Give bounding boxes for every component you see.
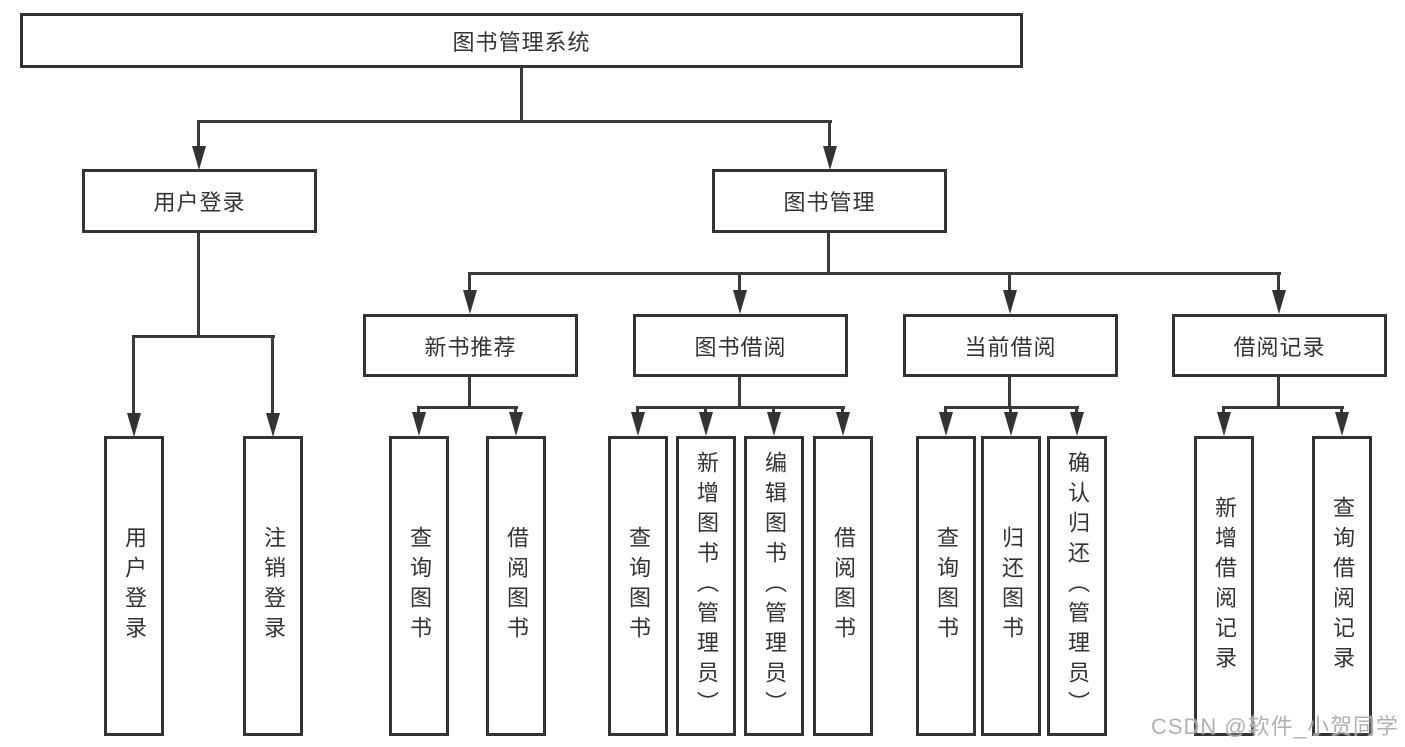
arrowhead-down-icon — [823, 146, 837, 170]
connector-line — [1008, 377, 1011, 406]
node-current-borrow: 当前借阅 — [903, 314, 1118, 377]
arrowhead-down-icon — [1070, 412, 1084, 436]
node-root: 图书管理系统 — [20, 13, 1023, 68]
connector-line — [132, 335, 275, 338]
arrowhead-down-icon — [1003, 290, 1017, 314]
csdn-watermark: CSDN @软件_小贺同学 — [1150, 714, 1399, 739]
connector-line — [1222, 406, 1225, 415]
leaf-records-query-record-label: 查询借阅记录 — [1330, 496, 1355, 676]
connector-line — [636, 406, 639, 415]
arrowhead-down-icon — [939, 412, 953, 436]
leaf-current-confirm-return-admin-label: 确认归还（管理员） — [1065, 451, 1090, 721]
leaf-user-login-label: 用户登录 — [122, 526, 147, 646]
connector-line — [841, 406, 844, 415]
leaf-recommend-query-book: 查询图书 — [389, 436, 449, 736]
node-current-borrow-label: 当前借阅 — [964, 334, 1057, 360]
leaf-recommend-borrow-book: 借阅图书 — [486, 436, 546, 736]
node-user-login-label: 用户登录 — [153, 190, 246, 215]
leaf-user-login: 用户登录 — [104, 436, 164, 736]
node-book-borrow-label: 图书借阅 — [694, 334, 787, 360]
leaf-current-query-book: 查询图书 — [916, 436, 976, 736]
leaf-current-return-book: 归还图书 — [981, 436, 1041, 736]
connector-line — [197, 120, 200, 148]
node-new-book-recommend-label: 新书推荐 — [424, 334, 517, 360]
leaf-current-confirm-return-admin: 确认归还（管理员） — [1047, 436, 1107, 736]
connector-line — [197, 233, 200, 335]
leaf-borrow-query-book: 查询图书 — [608, 436, 668, 736]
connector-line — [468, 272, 471, 292]
arrowhead-down-icon — [1004, 412, 1018, 436]
leaf-borrow-edit-book-admin: 编辑图书（管理员） — [744, 436, 804, 736]
connector-line — [828, 120, 831, 148]
arrowhead-down-icon — [733, 290, 747, 314]
arrowhead-down-icon — [631, 412, 645, 436]
leaf-logout-login: 注销登录 — [243, 436, 303, 736]
leaf-current-return-book-label: 归还图书 — [999, 526, 1024, 646]
leaf-recommend-borrow-book-label: 借阅图书 — [504, 526, 529, 646]
node-book-management-label: 图书管理 — [783, 190, 876, 215]
connector-line — [704, 406, 707, 415]
leaf-records-query-record: 查询借阅记录 — [1312, 436, 1372, 736]
arrowhead-down-icon — [699, 412, 713, 436]
connector-line — [1277, 272, 1280, 292]
leaf-recommend-query-book-label: 查询图书 — [407, 526, 432, 646]
connector-line — [636, 406, 845, 409]
leaf-records-add-record: 新增借阅记录 — [1194, 436, 1254, 736]
connector-line — [1008, 272, 1011, 292]
arrowhead-down-icon — [127, 413, 141, 437]
connector-line — [1340, 406, 1343, 415]
connector-line — [417, 406, 420, 415]
connector-line — [772, 406, 775, 415]
arrowhead-down-icon — [836, 412, 850, 436]
arrowhead-down-icon — [192, 146, 206, 170]
connector-line — [1009, 406, 1012, 415]
leaf-borrow-borrow-book: 借阅图书 — [813, 436, 873, 736]
leaf-borrow-borrow-book-label: 借阅图书 — [831, 526, 856, 646]
connector-line — [132, 335, 135, 415]
arrowhead-down-icon — [266, 413, 280, 437]
connector-line — [469, 272, 1281, 275]
connector-line — [1277, 377, 1280, 406]
arrowhead-down-icon — [412, 412, 426, 436]
node-book-management: 图书管理 — [712, 169, 947, 233]
node-new-book-recommend: 新书推荐 — [363, 314, 578, 377]
connector-line — [944, 406, 947, 415]
arrowhead-down-icon — [463, 290, 477, 314]
node-book-borrow: 图书借阅 — [633, 314, 848, 377]
leaf-borrow-query-book-label: 查询图书 — [626, 526, 651, 646]
connector-line — [1222, 406, 1344, 409]
leaf-current-query-book-label: 查询图书 — [934, 526, 959, 646]
connector-line — [827, 233, 830, 272]
node-user-login: 用户登录 — [82, 169, 317, 233]
arrowhead-down-icon — [767, 412, 781, 436]
leaf-logout-login-label: 注销登录 — [261, 526, 286, 646]
connector-line — [738, 272, 741, 292]
connector-line — [520, 68, 523, 120]
connector-line — [271, 335, 274, 415]
node-root-label: 图书管理系统 — [452, 29, 591, 55]
leaf-borrow-edit-book-admin-label: 编辑图书（管理员） — [762, 451, 787, 721]
connector-line — [468, 377, 471, 406]
connector-line — [417, 406, 518, 409]
arrowhead-down-icon — [1272, 290, 1286, 314]
connector-line — [514, 406, 517, 415]
leaf-records-add-record-label: 新增借阅记录 — [1212, 496, 1237, 676]
connector-line — [738, 377, 741, 406]
arrowhead-down-icon — [1335, 412, 1349, 436]
leaf-borrow-add-book-admin-label: 新增图书（管理员） — [694, 451, 719, 721]
arrowhead-down-icon — [1217, 412, 1231, 436]
node-borrow-records-label: 借阅记录 — [1233, 334, 1326, 360]
arrowhead-down-icon — [509, 412, 523, 436]
node-borrow-records: 借阅记录 — [1172, 314, 1387, 377]
leaf-borrow-add-book-admin: 新增图书（管理员） — [676, 436, 736, 736]
connector-line — [197, 120, 832, 123]
connector-line — [1075, 406, 1078, 415]
